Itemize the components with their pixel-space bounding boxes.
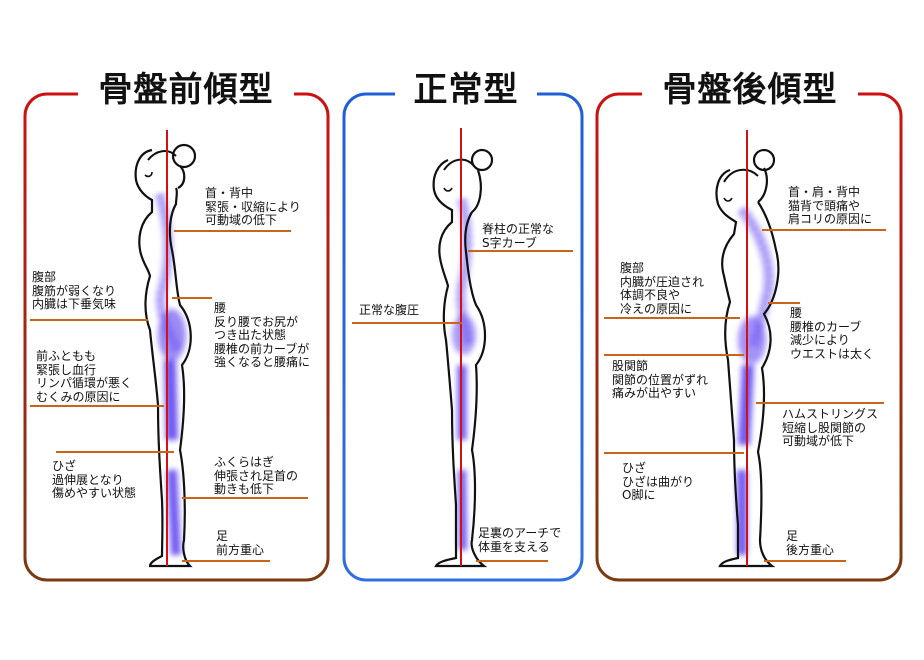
posterior-hip-label: 股関節 関節の位置がずれ 痛みが出やすい	[612, 359, 709, 400]
posterior-waist-label: 腰 腰椎のカーブ 減少により ウエストは太く	[790, 306, 875, 361]
anterior-calf-label: ふくらはぎ 伸張され足首の 動きも低下	[214, 455, 299, 496]
anterior-belly-label: 腹部 腹筋が弱くなり 内臓は下垂気味	[32, 270, 117, 311]
anterior-figure	[134, 143, 197, 568]
normal-leaders	[352, 250, 573, 562]
posterior-neck-label: 首・肩・背中 猫背で頭痛や 肩コリの原因に	[788, 185, 873, 226]
posterior-foot-label: 足 後方重心	[786, 529, 835, 557]
posterior-leaders	[604, 229, 886, 562]
posterior-hamstring-label: ハムストリングス 短縮し股関節の 可動域が低下	[782, 407, 879, 448]
normal-arch-label: 足裏のアーチで 体重を支える	[478, 526, 562, 554]
posterior-knee-label: ひざ ひざは曲がり O脚に	[622, 461, 695, 502]
anterior-foot-label: 足 前方重心	[216, 529, 265, 557]
normal-abdomen-label: 正常な腹圧	[359, 303, 420, 317]
anterior-leaders	[30, 230, 308, 562]
anterior-thigh-label: 前ふともも 緊張し血行 リンパ循環が悪く むくみの原因に	[36, 349, 133, 404]
normal-figure	[432, 148, 494, 568]
posterior-belly-label: 腹部 内臓が圧迫され 体調不良や 冷えの原因に	[620, 261, 705, 316]
normal-title: 正常型	[395, 70, 537, 110]
anterior-title: 骨盤前傾型	[78, 70, 294, 110]
normal-spine-label: 脊柱の正常な S字カーブ	[482, 222, 555, 250]
anterior-waist-label: 腰 反り腰でお尻が つき出た状態 腰椎の前カーブが 強くなると腰痛に	[214, 301, 311, 369]
posterior-title: 骨盤後傾型	[642, 70, 858, 110]
anterior-knee-label: ひざ 過伸展となり 傷めやすい状態	[52, 459, 137, 500]
anterior-neck-label: 首・背中 緊張・収縮により 可動域の低下	[205, 186, 301, 227]
